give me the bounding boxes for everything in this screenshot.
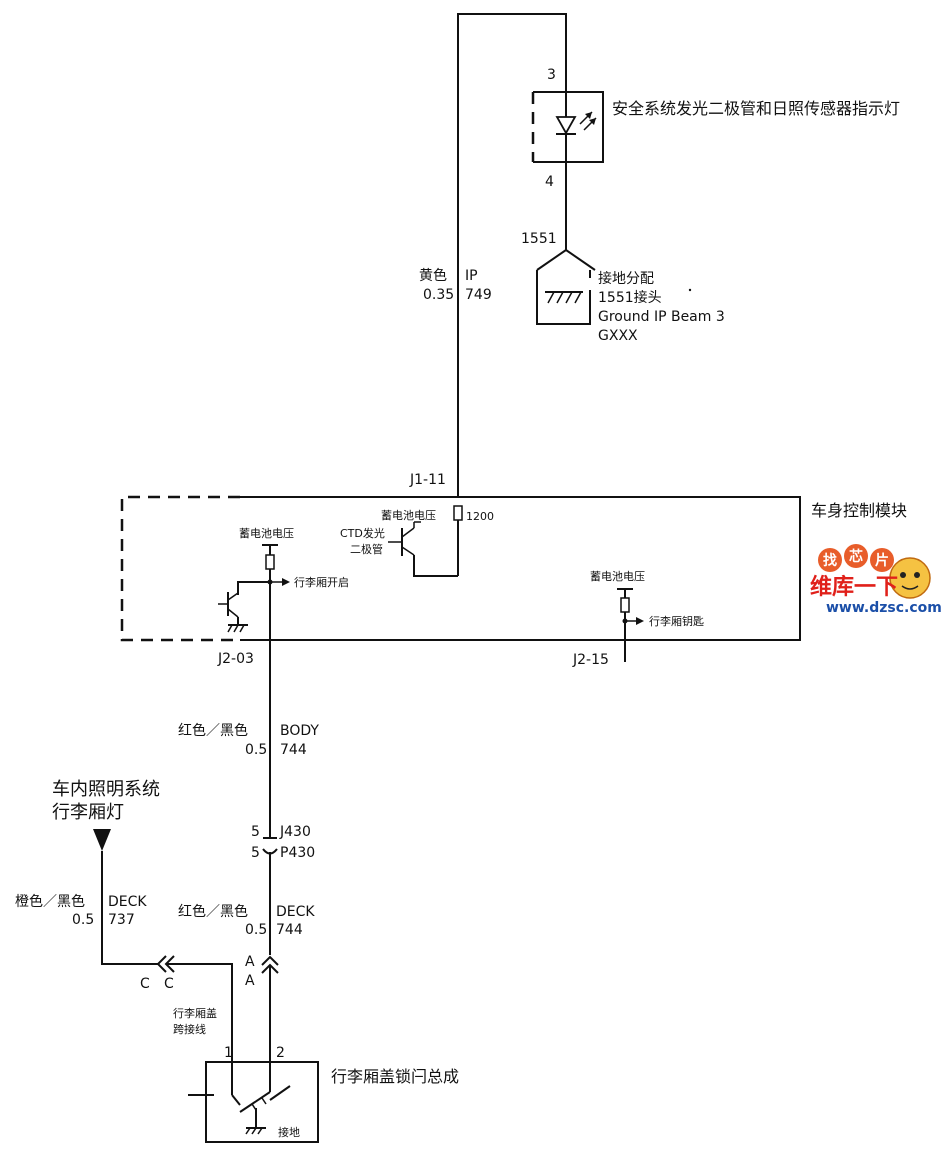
connector-c: C C bbox=[140, 955, 233, 1095]
bcm-trunk-key: 行李厢钥匙 bbox=[649, 614, 704, 628]
latch-pin-1: 1 bbox=[224, 1045, 233, 1061]
interior-line-1: 车内照明系统 bbox=[52, 779, 160, 800]
bcm-connector-j1-11: J1-11 bbox=[409, 472, 446, 488]
wire-orange-color: 橙色／黑色 bbox=[15, 893, 85, 910]
svg-text:芯: 芯 bbox=[849, 548, 863, 565]
led-pin-4: 4 bbox=[545, 174, 554, 190]
connector-a-bottom: A bbox=[245, 973, 255, 989]
wire-red-body-gauge: 0.5 bbox=[245, 742, 267, 758]
watermark-url: www.dzsc.com bbox=[826, 600, 942, 616]
svg-text:找: 找 bbox=[823, 552, 837, 569]
ground-line-3: Ground IP Beam 3 bbox=[598, 309, 725, 325]
arrow-down-icon bbox=[93, 829, 111, 851]
mascot-icon bbox=[889, 557, 931, 599]
connector-c-right: C bbox=[164, 976, 174, 992]
ground-line-2: 1551接头 bbox=[598, 289, 662, 306]
wire-yellow-labels: 黄色 0.35 IP 749 bbox=[419, 267, 492, 303]
wire-red-deck-color: 红色／黑色 bbox=[178, 903, 248, 920]
latch-pin-2: 2 bbox=[276, 1045, 285, 1061]
bcm-ctd-line-1: CTD发光 bbox=[340, 526, 385, 540]
wire-orange-circuit-name: DECK bbox=[108, 894, 147, 910]
wire-red-body: 红色／黑色 0.5 BODY 744 bbox=[178, 640, 319, 838]
wire-orange-circuit-num: 737 bbox=[108, 912, 135, 928]
wire-orange-gauge: 0.5 bbox=[72, 912, 94, 928]
jumper-line-2: 跨接线 bbox=[173, 1022, 206, 1036]
wire-yellow-gauge: 0.35 bbox=[423, 287, 454, 303]
svg-text:片: 片 bbox=[875, 552, 889, 569]
bcm-batt-voltage-2: 蓄电池电压 bbox=[381, 509, 436, 522]
bcm-resistor-1200: 1200 bbox=[466, 510, 494, 523]
bcm-connector-j2-15: J2-15 bbox=[572, 652, 609, 668]
watermark-brand: 维库一下 bbox=[810, 574, 898, 600]
connector-c-left: C bbox=[140, 976, 150, 992]
wire-red-body-circuit-num: 744 bbox=[280, 742, 307, 758]
connector-j430-p430: 5 J430 5 P430 bbox=[251, 824, 315, 955]
wire-red-deck-gauge: 0.5 bbox=[245, 922, 267, 938]
led-label: 安全系统发光二极管和日照传感器指示灯 bbox=[612, 99, 900, 118]
bcm-ctd-line-2: 二极管 bbox=[350, 542, 383, 556]
latch-ground: 接地 bbox=[278, 1126, 300, 1139]
wire-red-deck: 红色／黑色 0.5 DECK 744 bbox=[178, 903, 315, 938]
jumper-line-1: 行李厢盖 bbox=[173, 1006, 217, 1020]
connector-a-top: A bbox=[245, 954, 255, 970]
watermark-logo: 找 芯 片 维库一下 www.dzsc.com bbox=[810, 544, 942, 616]
wire-yellow-circuit-name: IP bbox=[465, 268, 478, 284]
ground-line-4: GXXX bbox=[598, 328, 638, 344]
jumper-label: 行李厢盖 跨接线 bbox=[173, 1006, 217, 1036]
bcm-batt-voltage-3: 蓄电池电压 bbox=[590, 570, 645, 583]
led-indicator: 3 4 安全系统发光二极管和日照传感器指示灯 bbox=[531, 67, 900, 190]
interior-lighting: 车内照明系统 行李厢灯 橙色／黑色 0.5 DECK 737 bbox=[15, 779, 160, 965]
wire-red-body-color: 红色／黑色 bbox=[178, 722, 248, 739]
bcm-trunk-open: 行李厢开启 bbox=[294, 575, 349, 589]
latch-assembly: 1 2 行李厢盖锁闩总成 接地 bbox=[188, 1045, 459, 1143]
wire-red-deck-circuit-num: 744 bbox=[276, 922, 303, 938]
diode-icon bbox=[555, 116, 577, 135]
bcm-module: J1-11 车身控制模块 1200 蓄电池电压 CTD发光 二极管 蓄电池电压 … bbox=[120, 472, 907, 720]
connector-p-pin: 5 bbox=[251, 845, 260, 861]
interior-line-2: 行李厢灯 bbox=[52, 802, 124, 823]
wire-yellow-circuit-num: 749 bbox=[465, 287, 492, 303]
connector-j-pin: 5 bbox=[251, 824, 260, 840]
bcm-batt-voltage-1: 蓄电池电压 bbox=[239, 527, 294, 540]
connector-j-name: J430 bbox=[279, 824, 311, 840]
wire-red-deck-circuit-name: DECK bbox=[276, 904, 315, 920]
wire-red-body-circuit-name: BODY bbox=[280, 723, 319, 739]
wire-yellow-749 bbox=[457, 13, 567, 497]
latch-label: 行李厢盖锁闩总成 bbox=[331, 1067, 459, 1086]
connector-p-name: P430 bbox=[280, 845, 315, 861]
led-pin-3: 3 bbox=[547, 67, 556, 83]
connector-a: A A bbox=[245, 954, 279, 1062]
ground-splice-id: 1551 bbox=[521, 231, 557, 247]
ground-splice: 1551 接地分配 1551接头 Ground IP Beam 3 GXXX bbox=[521, 166, 725, 344]
wire-yellow-color: 黄色 bbox=[419, 267, 447, 284]
bcm-label: 车身控制模块 bbox=[811, 501, 907, 520]
ground-line-1: 接地分配 bbox=[598, 270, 654, 287]
bcm-connector-j2-03: J2-03 bbox=[217, 651, 254, 667]
